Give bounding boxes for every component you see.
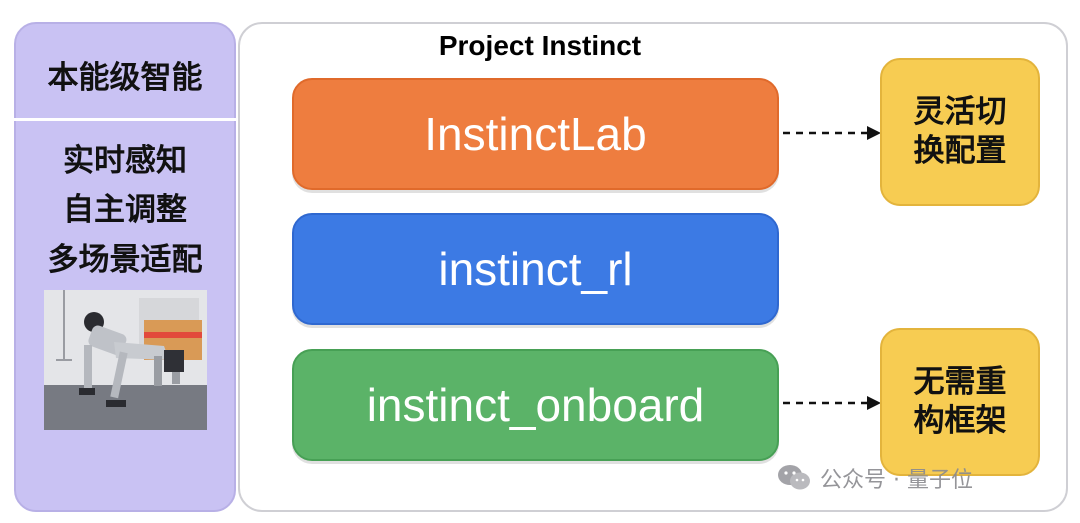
feature-realtime-perception: 实时感知 [63,143,187,179]
feature-multi-scene: 多场景适配 [47,242,203,278]
panel-divider [14,118,236,121]
watermark: 公众号 · 量子位 [776,462,973,494]
arrow-to-flexible-config [783,126,881,140]
module-instinctlab: InstinctLab [292,78,779,190]
note-flexible-config: 灵活切 换配置 [880,58,1040,206]
module-instinct-rl: instinct_rl [292,213,779,325]
feature-self-adjustment: 自主调整 [63,192,187,228]
robot-photo [44,290,207,430]
panel-heading: 本能级智能 [47,60,203,96]
project-title: Project Instinct [438,30,642,61]
left-panel [14,22,236,512]
watermark-text: 公众号 · 量子位 [820,468,973,493]
note-line: 构框架 [913,403,1007,439]
note-line: 换配置 [913,133,1007,169]
note-line: 灵活切 [913,94,1007,131]
wechat-icon [778,465,810,490]
note-no-rebuild: 无需重 构框架 [880,328,1040,476]
arrow-to-no-rebuild [783,396,881,410]
note-line: 无需重 [913,364,1007,401]
module-instinct-onboard: instinct_onboard [292,349,779,461]
left-panel-content: 本能级智能 实时感知 自主调整 多场景适配 [14,22,236,512]
